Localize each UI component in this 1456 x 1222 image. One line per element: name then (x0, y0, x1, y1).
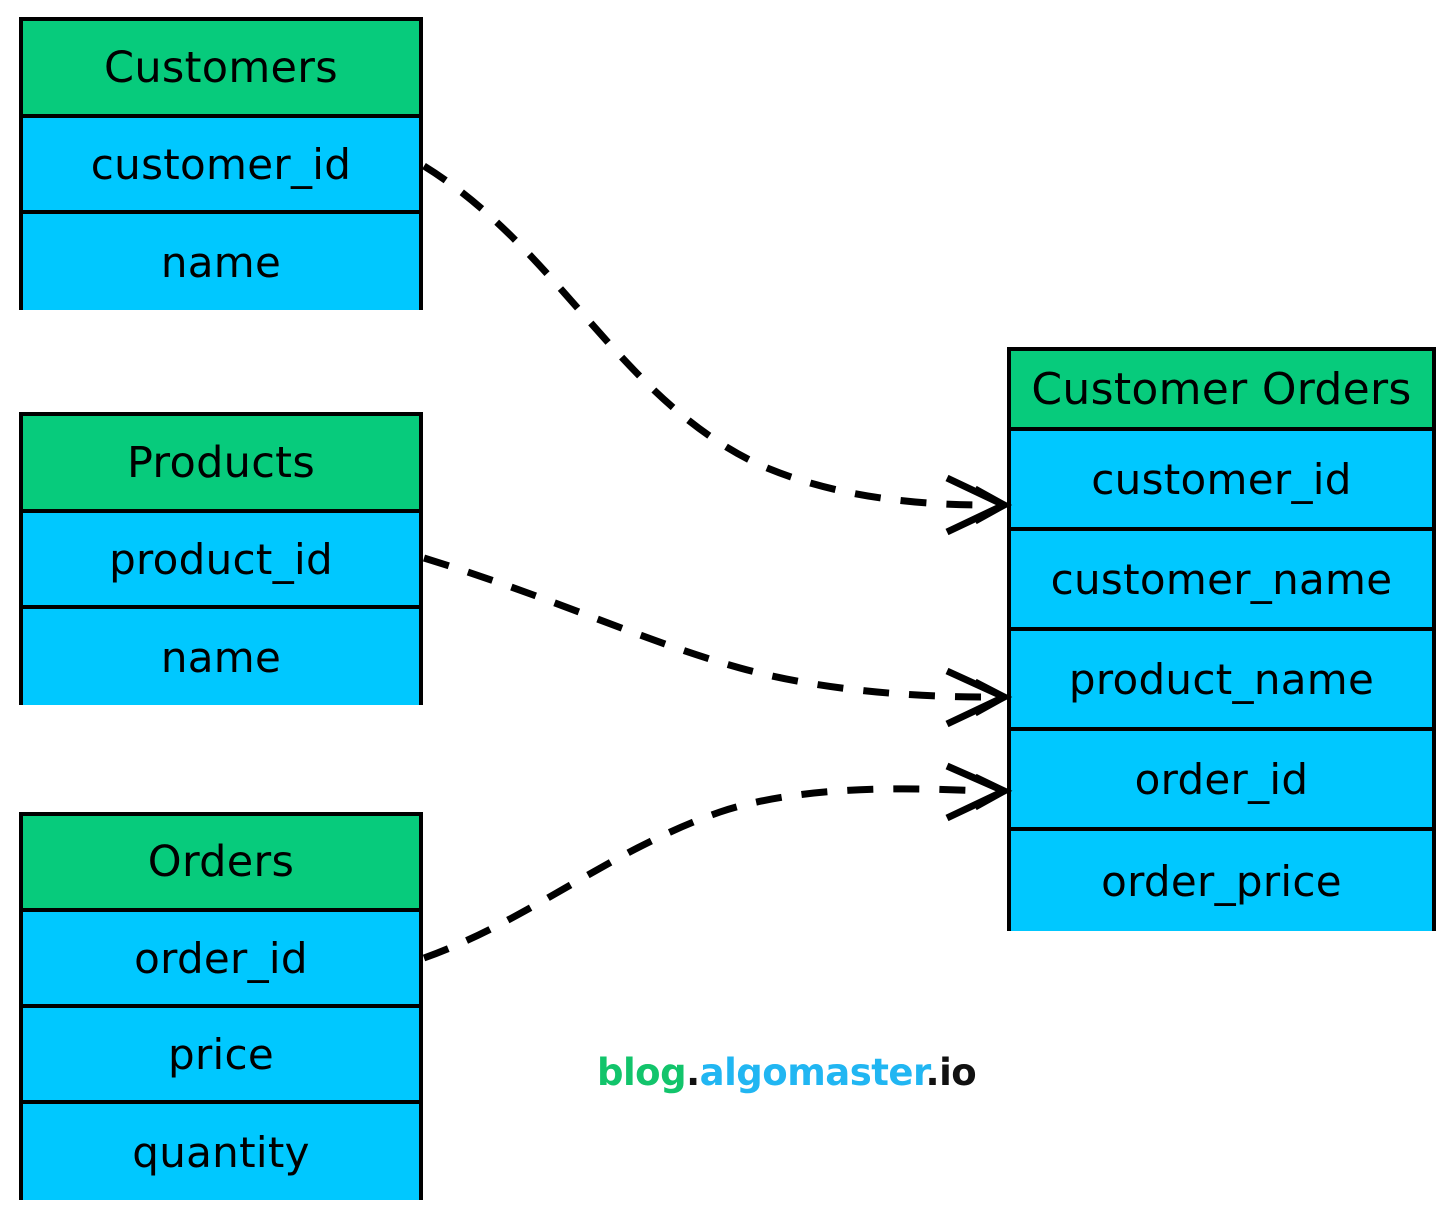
watermark-dot-1: . (686, 1051, 700, 1094)
table-customers-field-customer_id[interactable]: customer_id (23, 118, 419, 214)
connector-orders-to-customer-orders (422, 762, 1013, 962)
table-customer-orders-field-order_id[interactable]: order_id (1011, 731, 1432, 831)
table-customers-title: Customers (23, 21, 419, 118)
table-customer-orders-field-order_price[interactable]: order_price (1011, 831, 1432, 931)
table-products-title: Products (23, 416, 419, 513)
table-products[interactable]: Products product_id name (19, 412, 423, 705)
table-orders-field-order_id[interactable]: order_id (23, 912, 419, 1008)
table-orders-field-price[interactable]: price (23, 1008, 419, 1104)
connector-customers-to-customer-orders (422, 163, 1013, 536)
connector-products-to-customer-orders (422, 554, 1013, 728)
table-products-field-product_id[interactable]: product_id (23, 513, 419, 609)
table-orders-field-quantity[interactable]: quantity (23, 1104, 419, 1200)
table-customers[interactable]: Customers customer_id name (19, 17, 423, 310)
watermark-io: io (939, 1051, 977, 1094)
watermark-algomaster: algomaster (699, 1051, 926, 1094)
table-customer-orders-field-product_name[interactable]: product_name (1011, 631, 1432, 731)
table-customers-field-name[interactable]: name (23, 214, 419, 310)
table-customer-orders-field-customer_id[interactable]: customer_id (1011, 431, 1432, 531)
table-customer-orders[interactable]: Customer Orders customer_id customer_nam… (1007, 347, 1436, 931)
table-orders-title: Orders (23, 816, 419, 912)
watermark-dot-2: . (925, 1051, 940, 1094)
table-customer-orders-title: Customer Orders (1011, 351, 1432, 431)
watermark-blog: blog (597, 1051, 687, 1094)
table-orders[interactable]: Orders order_id price quantity (19, 812, 423, 1200)
watermark-blog-algomaster-io: blog.algomaster.io (597, 1051, 977, 1094)
table-products-field-name[interactable]: name (23, 609, 419, 705)
table-customer-orders-field-customer_name[interactable]: customer_name (1011, 531, 1432, 631)
